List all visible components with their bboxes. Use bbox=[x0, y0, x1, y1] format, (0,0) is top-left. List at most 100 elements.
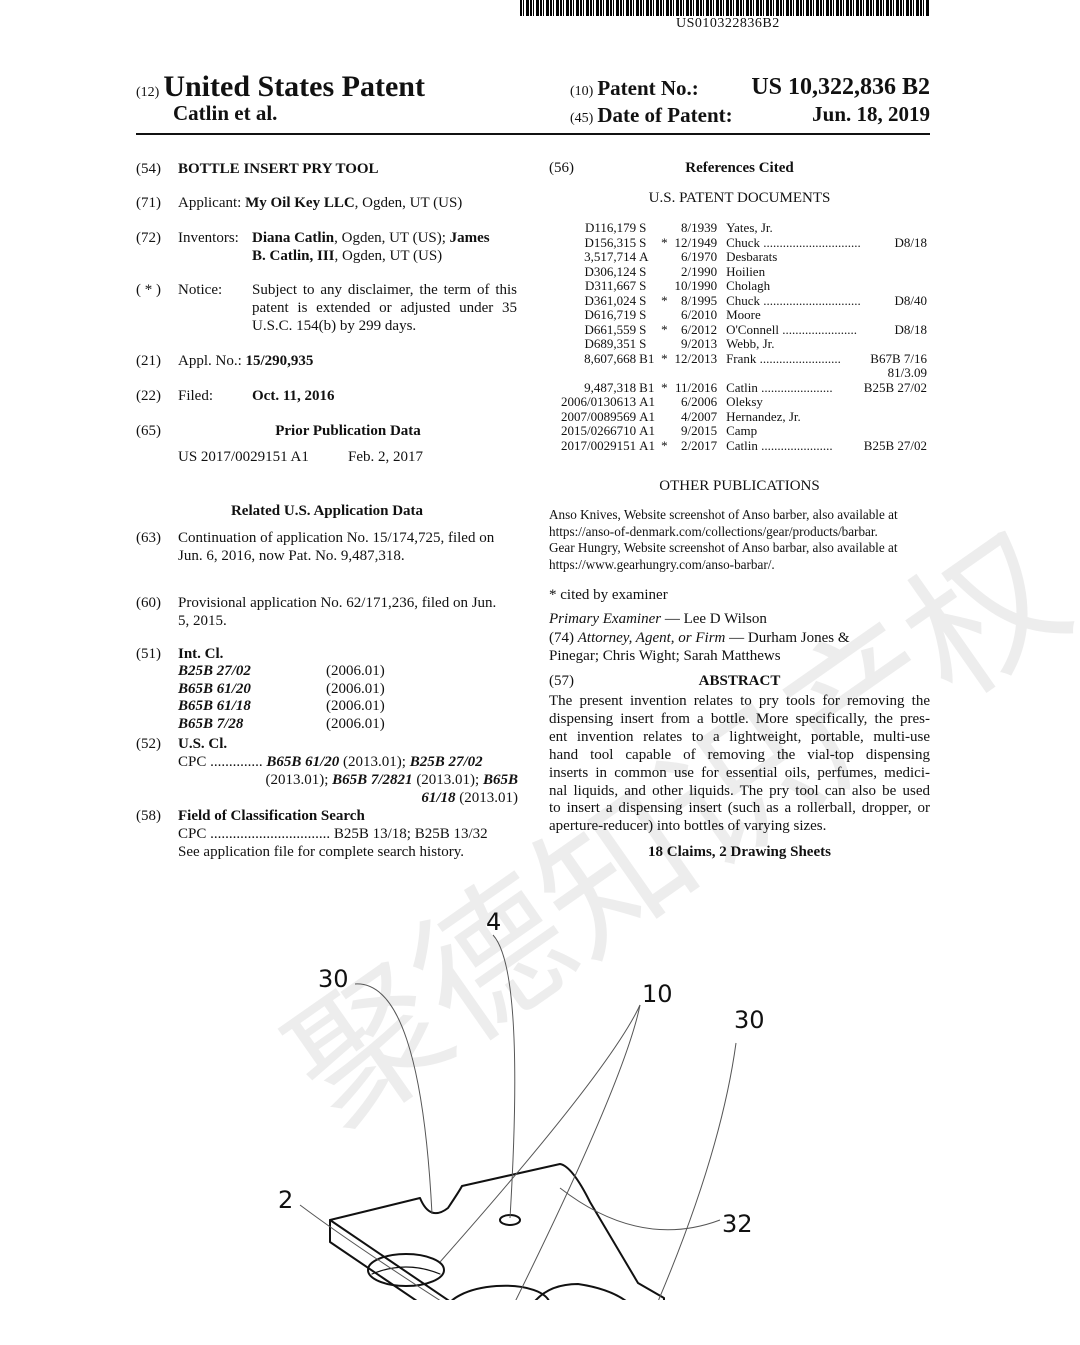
ref-date: 2/1990 bbox=[680, 263, 718, 279]
ref-name: Cholagh bbox=[726, 278, 771, 293]
related-data-title: Related U.S. Application Data bbox=[230, 503, 424, 519]
abstract-line: dispensing insert from a bottle. More sp… bbox=[549, 710, 930, 727]
cpc-search-classes: B25B 13/18; B25B 13/32 bbox=[333, 826, 488, 842]
field-search-title: Field of Classification Search bbox=[178, 808, 365, 824]
code: ( * ) bbox=[136, 282, 161, 298]
provisional-line: Provisional application No. 62/171,236, … bbox=[178, 595, 497, 611]
inventor-2-location: , Ogden, UT (US) bbox=[334, 248, 443, 264]
int-cl-title: Int. Cl. bbox=[178, 646, 224, 662]
inventor-2-rest: B. Catlin, III bbox=[252, 248, 335, 264]
code-12: (12) bbox=[136, 85, 160, 100]
int-cl-version: (2006.01) bbox=[326, 663, 385, 679]
code: (65) bbox=[136, 423, 161, 439]
ref-number: 9,487,318 bbox=[584, 379, 637, 395]
ref-kind bbox=[639, 366, 659, 381]
other-publication-line: Gear Hungry, Website screenshot of Anso … bbox=[549, 540, 898, 555]
ref-kind: A1 bbox=[639, 423, 656, 438]
ref-number: 8,607,668 bbox=[584, 350, 637, 366]
provisional-line: 5, 2015. bbox=[178, 613, 227, 629]
ref-number bbox=[553, 366, 639, 381]
ref-date: 10/1990 bbox=[674, 278, 718, 293]
attorney-line-2: Pinegar; Chris Wight; Sarah Matthews bbox=[549, 648, 781, 664]
int-cl-table: B25B 27/02(2006.01) B65B 61/20(2006.01) … bbox=[178, 663, 385, 733]
ref-class bbox=[864, 308, 930, 323]
ref-number: D156,315 bbox=[584, 234, 637, 250]
int-cl-code: B65B 61/20 bbox=[178, 680, 251, 697]
ref-date: 6/2006 bbox=[680, 394, 718, 409]
ref-class: B25B 27/02 bbox=[863, 379, 927, 395]
ref-label-32: 32 bbox=[722, 1210, 753, 1238]
ref-number: 2007/0089569 bbox=[561, 408, 637, 424]
ref-date: 9/2015 bbox=[680, 423, 718, 438]
code: (60) bbox=[136, 595, 161, 611]
int-cl-code: B25B 27/02 bbox=[178, 663, 251, 679]
invention-title: BOTTLE INSERT PRY TOOL bbox=[178, 161, 379, 177]
ref-star bbox=[659, 424, 672, 439]
ref-kind: S bbox=[639, 336, 647, 351]
cpc-version: (2013.01); bbox=[339, 754, 410, 770]
notice-label: Notice: bbox=[178, 282, 223, 298]
prior-publication-date: Feb. 2, 2017 bbox=[348, 449, 423, 465]
ref-kind: S bbox=[639, 321, 647, 337]
ref-date: 6/2010 bbox=[680, 307, 718, 322]
code: (71) bbox=[136, 195, 161, 211]
int-cl-row: B25B 27/02 (2006.01) bbox=[178, 663, 385, 681]
small-hole bbox=[367, 1253, 445, 1287]
ref-date: 6/1970 bbox=[680, 249, 718, 264]
ref-class: D8/40 bbox=[894, 292, 928, 308]
ref-kind: B1 bbox=[639, 350, 655, 366]
filed-date: Oct. 11, 2016 bbox=[252, 388, 335, 404]
cpc-class: 61/18 bbox=[421, 790, 456, 806]
ref-star: * bbox=[661, 437, 668, 453]
int-cl-code: B65B 7/28 bbox=[178, 715, 244, 732]
ref-class bbox=[864, 395, 930, 410]
ref-number: 3,517,714 bbox=[584, 249, 637, 264]
filed-label: Filed: bbox=[178, 388, 214, 404]
abstract-line: aperture-reducer) into bottles of varyin… bbox=[549, 818, 827, 835]
ref-kind: S bbox=[639, 234, 647, 250]
date-label: Date of Patent: bbox=[597, 103, 733, 127]
ref-star: * bbox=[661, 321, 668, 337]
field-74: (74) Attorney, Agent, or Firm — Durham J… bbox=[549, 629, 850, 647]
code: (22) bbox=[136, 388, 161, 404]
ref-number: D116,179 bbox=[585, 220, 637, 235]
ref-class bbox=[864, 221, 930, 236]
ref-star: * bbox=[661, 292, 668, 308]
ref-name: Catlin ...................... bbox=[726, 379, 833, 395]
cpc-version: (2013.01) bbox=[455, 790, 518, 806]
ref-kind: S bbox=[639, 278, 647, 293]
cpc-version: (2013.01); bbox=[265, 772, 333, 788]
ref-date: 9/2013 bbox=[680, 336, 718, 351]
search-history-note: See application file for complete search… bbox=[178, 844, 465, 860]
patent-number-label: Patent No.: bbox=[597, 76, 699, 100]
ref-number: D689,351 bbox=[584, 336, 637, 351]
int-cl-version: (2006.01) bbox=[326, 698, 385, 714]
notice-line: patent is extended or adjusted under 35 bbox=[252, 300, 517, 316]
reference-row: 81/3.09 bbox=[553, 365, 930, 381]
ref-number: D306,124 bbox=[584, 263, 637, 279]
large-hole bbox=[445, 1284, 551, 1300]
applicant-location: , Ogden, UT (US) bbox=[354, 195, 463, 211]
ref-name bbox=[720, 366, 864, 381]
continuation-line: Continuation of application No. 15/174,7… bbox=[178, 530, 495, 546]
ref-class bbox=[864, 424, 930, 439]
ref-date: 6/2012 bbox=[680, 321, 718, 337]
applicant-name: My Oil Key LLC bbox=[245, 195, 355, 211]
us-cl-title: U.S. Cl. bbox=[178, 736, 228, 752]
ref-star bbox=[659, 265, 672, 280]
ref-name: Oleksy bbox=[726, 394, 763, 409]
code: (54) bbox=[136, 161, 161, 177]
ref-class: D8/18 bbox=[894, 321, 928, 337]
inventor-2-first: James bbox=[449, 230, 490, 246]
ref-name: Desbarats bbox=[726, 249, 778, 264]
claims-summary: 18 Claims, 2 Drawing Sheets bbox=[648, 844, 831, 860]
ref-kind: S bbox=[639, 263, 647, 279]
code-45: (45) bbox=[570, 111, 594, 126]
ref-label-4: 4 bbox=[486, 908, 501, 936]
